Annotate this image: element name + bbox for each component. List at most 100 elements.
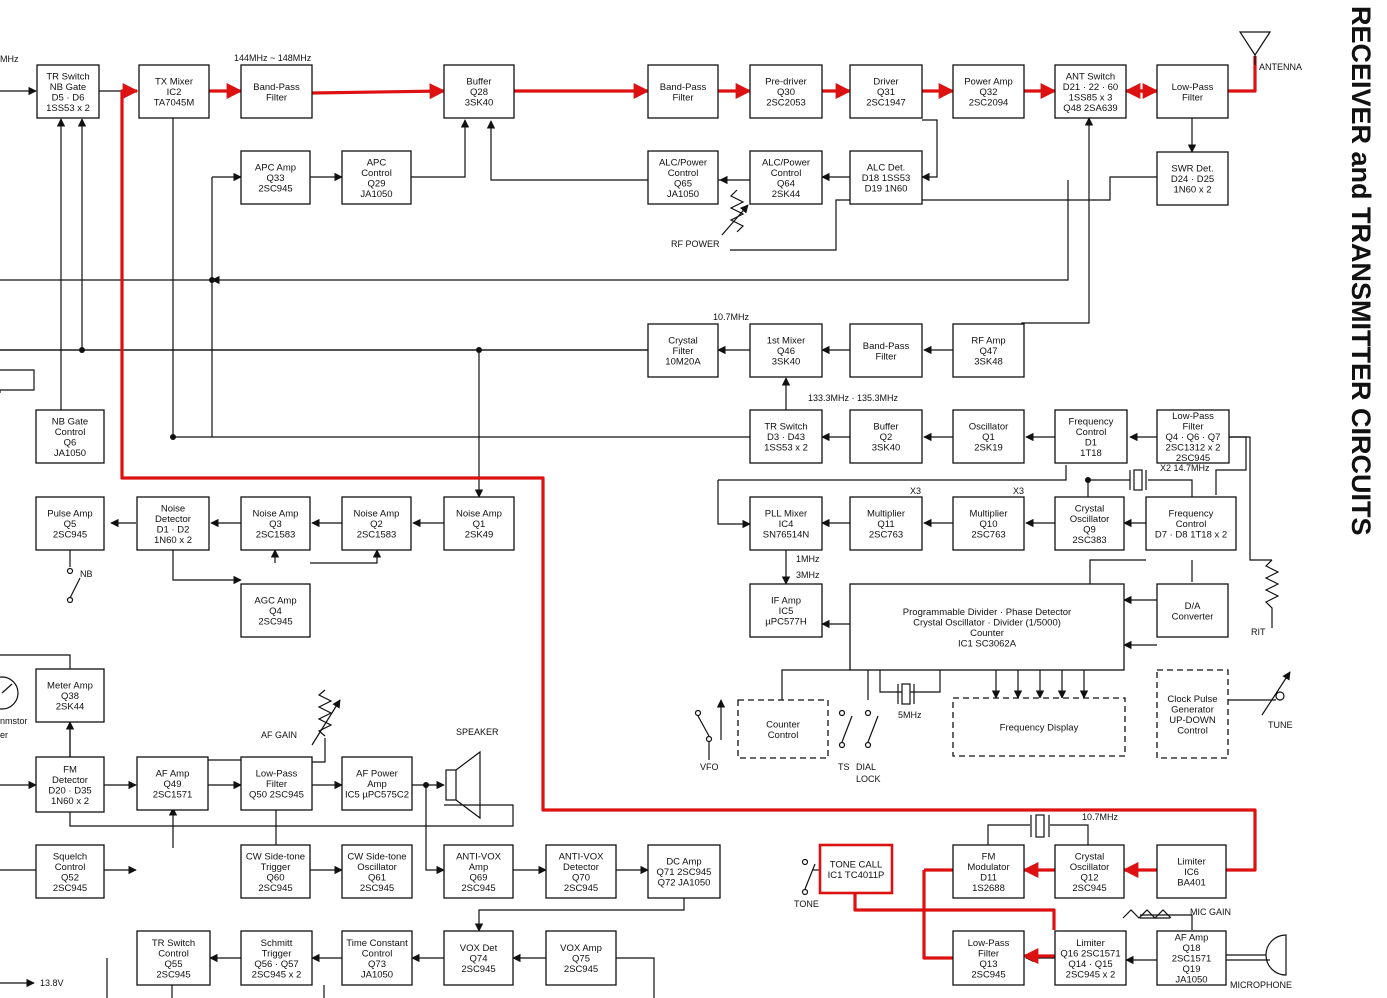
block-label-line: 2SC945 (258, 883, 292, 894)
block-label-line: Q56 · Q57 (254, 959, 298, 970)
label-af-gain: AF GAIN (261, 730, 297, 740)
block-label-line: Q13 (980, 959, 998, 970)
block-label-line: Filter (978, 948, 999, 959)
switch-icons (66, 567, 879, 896)
label-edge-mhz: MHz (0, 54, 19, 64)
label-speaker: SPEAKER (456, 727, 499, 737)
block-label-line: TR Switch (152, 938, 195, 949)
block-label-line: Counter (970, 628, 1004, 639)
block-label-line: 2SK44 (772, 189, 801, 200)
block-label-line: Control (768, 730, 799, 741)
block-label-line: Filter (672, 346, 693, 357)
block-label-line: 2SC945 x 2 (1066, 969, 1116, 980)
block-label-line: 1N60 x 2 (1173, 185, 1211, 196)
block-label-line: Q2 (370, 519, 383, 530)
block-label-line: Q52 (61, 872, 79, 883)
block-label-line: Q50 2SC945 (249, 790, 304, 801)
block-label-line: Q32 (980, 87, 998, 98)
block-label-line: ANT Switch (1066, 71, 1115, 82)
block-label-line: 1N60 x 2 (51, 796, 89, 807)
block-label-line: 2SC945 (258, 617, 292, 628)
meter-icon (0, 676, 19, 710)
block-label-line: CW Side-tone (347, 851, 406, 862)
block-label-line: Filter (266, 92, 287, 103)
block-label-line: Trigger (261, 862, 291, 873)
block-label-line: RF Amp (971, 336, 1005, 347)
tune-potentiometer-icon (1261, 671, 1291, 716)
block-label-line: Q72 JA1050 (658, 878, 711, 889)
block-label-line: Limiter (1177, 857, 1206, 868)
block-label-line: Driver (873, 77, 898, 88)
speaker-icon (445, 750, 481, 820)
block-label-line: TX Mixer (155, 77, 193, 88)
block-label-line: D20 · D35 (48, 785, 91, 796)
block-label-line: Q4 · Q6 · Q7 (1166, 432, 1221, 443)
crystal-10mhz-icon (1030, 814, 1050, 838)
page-title: RECEIVER and TRANSMITTER CIRCUITS (1346, 6, 1376, 536)
label-antenna: ANTENNA (1259, 62, 1302, 72)
block-label-line: Time Constant (346, 938, 408, 949)
block-label-line: 2SC1583 (256, 530, 296, 541)
block-label-line: VOX Det (460, 943, 498, 954)
label-edge-nmstor: nmstor (0, 716, 28, 726)
block-label-line: SN76514N (763, 530, 810, 541)
block-label-line: Detector (563, 862, 599, 873)
label-1mhz: 1MHz (796, 554, 820, 564)
block-label-line: Schmitt (261, 938, 293, 949)
block-label-line: D5 · D6 (52, 92, 85, 103)
block-label-line: Filter (875, 351, 896, 362)
block-label-line: Noise Amp (456, 509, 502, 520)
block-label-line: Q11 (877, 519, 894, 530)
block-label-line: D1 · D2 (157, 524, 190, 535)
block-label-line: Control (55, 427, 86, 438)
block-label-line: Low-Pass (256, 769, 298, 780)
block-label-line: APC (367, 157, 387, 168)
block-label-line: Q75 (572, 954, 590, 965)
block-label-line: Q12 (1081, 872, 1099, 883)
block-label-line: Q30 (777, 87, 795, 98)
block-label-line: 2SC383 (1072, 535, 1106, 546)
block-label-line: 2SC945 (564, 964, 598, 975)
block-label-line: µPC577H (765, 617, 807, 628)
rf-power-potentiometer-icon (721, 189, 749, 236)
block-label-line: 2SK44 (56, 702, 85, 713)
block-label-line: IC4 (779, 519, 794, 530)
block-label-line: Multiplier (969, 509, 1007, 520)
block-label-line: Q46 (777, 346, 795, 357)
block-label-line: Q70 (572, 872, 590, 883)
block-label-line: Limiter (1076, 938, 1105, 949)
block-label-line: BA401 (1177, 878, 1206, 889)
block-label-line: 2SK49 (465, 530, 494, 541)
block-label-line: 2SC945 (564, 883, 598, 894)
block-label-line: SWR Det. (1171, 164, 1213, 175)
block-label-line: ALC Det. (867, 163, 906, 174)
label-5mhz: 5MHz (898, 710, 922, 720)
block-label-line: Low-Pass (1172, 411, 1214, 422)
block-label-line: 2SC1312 x 2 (1166, 443, 1221, 454)
label-ts: TS (838, 762, 850, 772)
